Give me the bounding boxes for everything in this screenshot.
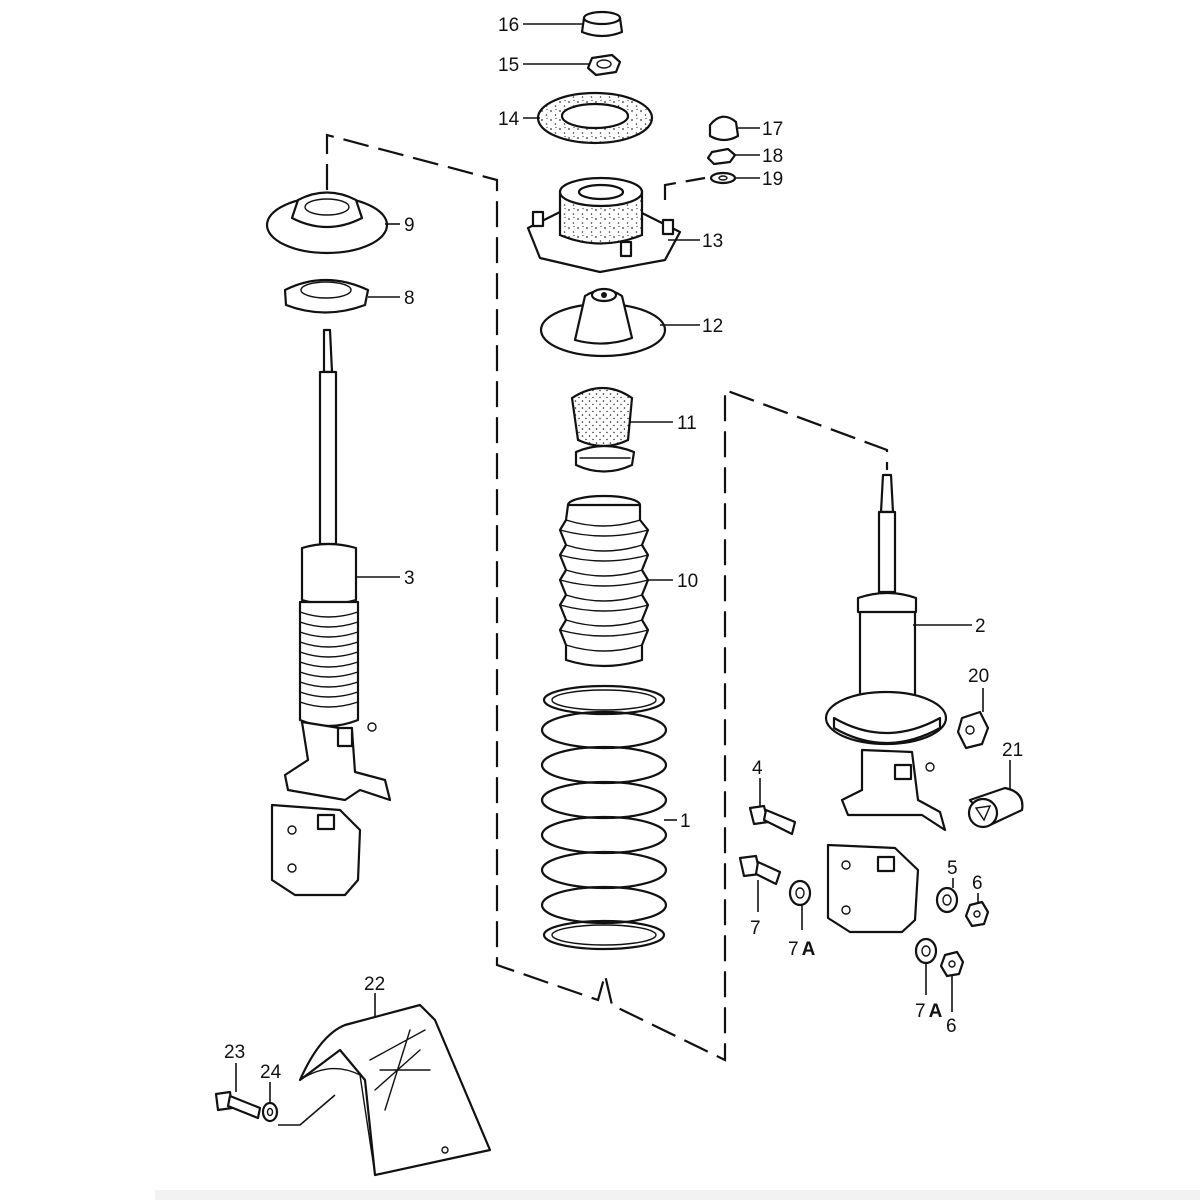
callout-5: 5 (947, 858, 958, 879)
part-8-slotted-nut (283, 278, 370, 314)
part-2-strut-right (824, 473, 948, 934)
callout-16: 16 (498, 15, 519, 36)
part-5-washer (935, 886, 959, 914)
assembly-guide-lines (325, 133, 889, 1062)
part-22-splash-guard (298, 1003, 492, 1177)
callout-11: 11 (677, 413, 697, 434)
callout-23: 23 (224, 1042, 245, 1063)
part-3-strut-left (270, 328, 392, 897)
part-12-spring-seat (539, 287, 667, 358)
part-7-bolt (738, 854, 782, 886)
part-21-bushing (967, 786, 1024, 829)
part-6-nut-upper (964, 900, 990, 928)
callout-12: 12 (702, 316, 723, 337)
part-20-clamp (956, 710, 990, 750)
part-15-nut (586, 53, 622, 77)
part-24-washer (261, 1101, 279, 1123)
callout-9: 9 (404, 215, 415, 236)
part-23-bolt (214, 1090, 262, 1120)
part-10-protective-boot (558, 494, 650, 668)
callout-10: 10 (677, 571, 698, 592)
part-11-bump-stop (570, 387, 636, 473)
callout-20: 20 (968, 666, 989, 687)
callout-14: 14 (498, 109, 520, 130)
part-17-cap (708, 115, 740, 142)
part-7a-washer-lower (914, 937, 938, 965)
part-14-foam-ring (536, 91, 654, 145)
callout-7: 7 (750, 918, 761, 939)
part-18-nut (706, 147, 737, 166)
callout-19: 19 (762, 169, 783, 190)
callout-17: 17 (762, 119, 783, 140)
part-1-coil-spring (540, 684, 668, 951)
callout-24: 24 (260, 1062, 282, 1083)
leader-lines (235, 23, 1011, 1126)
callout-8: 8 (404, 288, 415, 309)
callout-6-upper: 6 (972, 873, 983, 894)
callout-21: 21 (1002, 740, 1023, 761)
part-6-nut-lower (939, 950, 965, 978)
footer-strip (155, 1190, 1200, 1200)
callout-2: 2 (975, 616, 986, 637)
callout-22: 22 (364, 974, 385, 995)
callout-18: 18 (762, 146, 783, 167)
part-7a-washer-upper (788, 879, 812, 907)
callout-13: 13 (702, 231, 723, 252)
part-9-spring-plate (265, 191, 389, 255)
callout-6-lower: 6 (946, 1016, 957, 1037)
callout-15: 15 (498, 55, 519, 76)
part-19-washer (709, 171, 737, 185)
callout-3: 3 (404, 568, 415, 589)
callout-labels: 16 15 14 17 18 19 13 12 11 10 1 9 8 3 2 … (224, 15, 1023, 1083)
part-4-bolt (748, 804, 797, 836)
part-13-strut-mount (526, 176, 682, 274)
callout-4: 4 (752, 758, 763, 779)
callout-1: 1 (680, 811, 691, 832)
part-16-dust-cap (580, 10, 624, 38)
